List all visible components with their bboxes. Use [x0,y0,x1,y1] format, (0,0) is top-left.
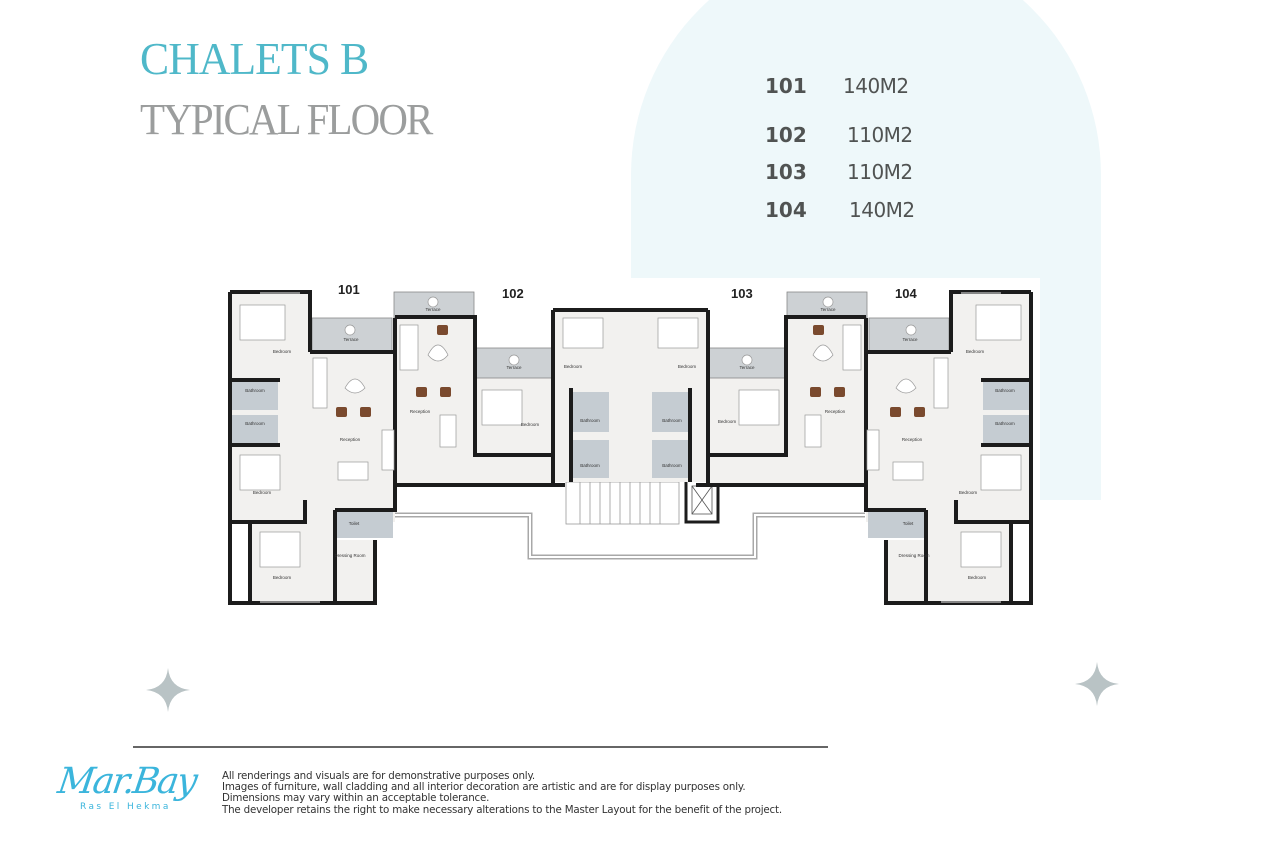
logo-text: Mar.Bay [55,761,199,802]
room-label: Terrace [506,365,522,370]
floor-plan-half [228,290,631,605]
disclaimer-line: All renderings and visuals are for demon… [222,770,535,782]
armchairs [336,325,451,417]
disclaimer-line: Dimensions may vary within an acceptable… [222,792,490,805]
room-label: Terrace [820,307,836,312]
room-label: Bedroom [967,575,987,580]
footer-divider [133,746,828,748]
room-label: Bathroom [245,421,265,426]
room-label: Reception [824,409,846,414]
unit-label-102: 102 [502,286,524,301]
room-label: Reception [409,409,431,414]
page-title: CHALETS B [140,33,369,84]
disclaimer: All renderings and visuals are for demon… [222,770,782,816]
disclaimer-line: Images of furniture, wall cladding and a… [222,781,746,794]
disclaimer-line: The developer retains the right to make … [222,803,782,816]
room-label: Reception [339,437,361,442]
room-label: Bedroom [677,364,697,369]
staircase [565,481,680,525]
marbay-logo: Mar.Bay Ras El Hekma [55,761,199,812]
unit-area: 110M2 [847,123,913,147]
room-label: Bathroom [995,421,1015,426]
sparkle-icon [1075,662,1119,706]
room-label: Bathroom [580,418,600,423]
room-label: Bedroom [563,364,583,369]
unit-number: 102 [765,123,807,147]
room-label: Bathroom [662,463,682,468]
unit-label-101: 101 [338,282,360,297]
room-label: Toilet [348,521,360,526]
room-label: Terrace [739,365,755,370]
room-label: Bedroom [717,419,737,424]
unit-label-104: 104 [895,286,917,301]
logo-subtitle: Ras El Hekma [80,802,171,812]
unit-label-103: 103 [731,286,753,301]
room-label: Terrace [343,337,359,342]
room-label: Bedroom [252,490,272,495]
unit-number: 104 [765,198,807,222]
unit-area: 140M2 [843,74,909,98]
room-label: Terrace [902,337,918,342]
room-label: Reception [901,437,923,442]
room-label: Dressing Room [898,553,930,558]
room-label: Bedroom [958,490,978,495]
room-label: Bedroom [272,575,292,580]
unit-number: 101 [765,74,807,98]
room-label: Terrace [425,307,441,312]
unit-area: 140M2 [849,198,915,222]
room-label: Toilet [902,521,914,526]
room-label: Bathroom [580,463,600,468]
page-subtitle: TYPICAL FLOOR [140,95,433,144]
balcony-rail-inner [395,514,865,558]
room-label: Bathroom [245,388,265,393]
room-label: Bathroom [995,388,1015,393]
unit-number: 103 [765,160,807,184]
room-label: Bedroom [520,422,540,427]
unit-area: 110M2 [847,160,913,184]
sparkle-icon [146,668,190,712]
room-label: Dressing Room [334,553,366,558]
room-label: Bathroom [662,418,682,423]
room-label: Bedroom [272,349,292,354]
room-label: Bedroom [965,349,985,354]
